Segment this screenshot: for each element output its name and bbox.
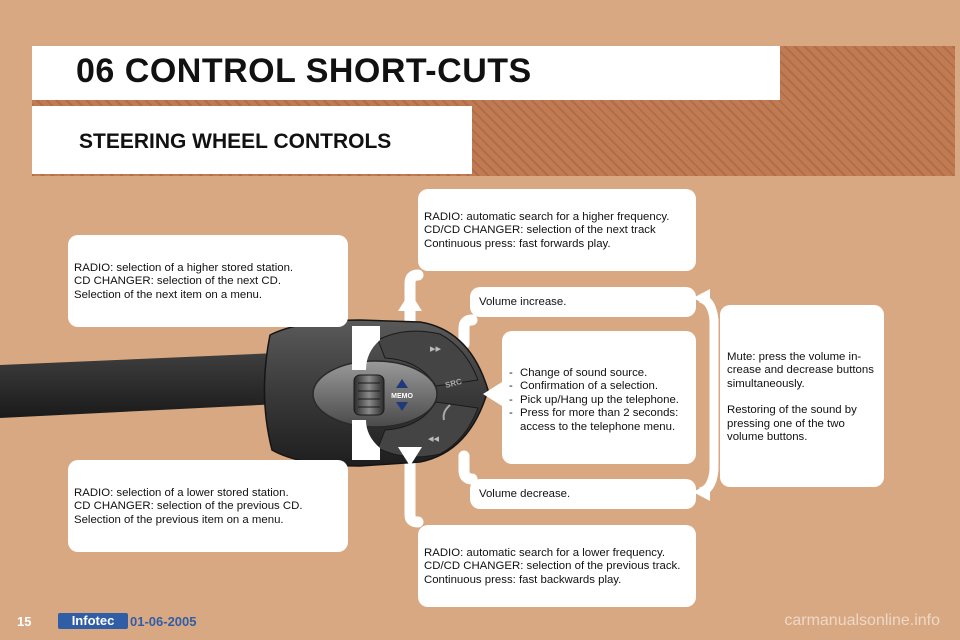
callout-line: RADIO: automatic search for a lower freq…	[424, 547, 665, 559]
page-title: 06 CONTROL SHORT-CUTS	[76, 52, 532, 90]
src-label: SRC	[444, 377, 463, 390]
callout-line: Volume increase.	[479, 296, 567, 308]
watermark: carmanualsonline.info	[784, 612, 940, 629]
callout-line: Selection of the previous item on a menu…	[74, 513, 284, 526]
press-arrow-upper	[398, 292, 422, 311]
wheel-ridges	[358, 382, 380, 408]
page-number: 15	[17, 614, 32, 629]
callout-line: Continuous press: fast forwards play.	[424, 237, 611, 250]
callout-line: Selection of the next item on a menu.	[74, 288, 263, 301]
callout-source: Change of sound source. Confirmation of …	[502, 331, 696, 464]
scroll-up-arrow	[352, 326, 380, 370]
callout-search-lower: RADIO: automatic search for a lower freq…	[418, 525, 696, 607]
callout-line: Continuous press: fast backwards play.	[424, 573, 622, 586]
callout-line: RADIO: selection of a lower stored stati…	[74, 487, 289, 499]
callout-line: CD/CD CHANGER: selection of the next tra…	[424, 224, 656, 237]
stalk-arm	[0, 352, 320, 418]
callout-line: Mute: press the volume in-crease and dec…	[727, 351, 874, 390]
press-arrow-lower	[398, 447, 422, 466]
list-item: Change of sound source.	[508, 367, 696, 381]
callout-line: Volume decrease.	[479, 488, 571, 500]
list-item: Pick up/Hang up the telephone.	[508, 394, 696, 408]
callout-line: Restoring of the sound by pressing one o…	[727, 404, 857, 444]
fast-forward-icon: ▸▸	[430, 342, 442, 355]
memo-label: MEMO	[391, 393, 413, 400]
volume-wheel[interactable]	[353, 374, 385, 416]
callout-mute: Mute: press the volume in-crease and dec…	[720, 305, 884, 487]
source-list: Change of sound source. Confirmation of …	[508, 367, 696, 434]
subtitle-panel	[32, 106, 472, 174]
scroll-down-arrow	[352, 420, 380, 460]
upper-rocker-button[interactable]	[377, 330, 479, 387]
mute-bracket	[693, 289, 719, 501]
callout-line: CD CHANGER: selection of the next CD.	[74, 275, 282, 288]
callout-search-higher: RADIO: automatic search for a higher fre…	[418, 189, 696, 271]
list-item: Press for more than 2 seconds: access to…	[508, 407, 696, 434]
callout-line: CD CHANGER: selection of the previous CD…	[74, 500, 303, 513]
source-button-arrow	[483, 382, 502, 406]
memo-down-icon[interactable]	[396, 402, 408, 411]
phone-icon	[442, 404, 451, 421]
title-panel	[32, 46, 780, 100]
callout-volume-up: Volume increase.	[470, 287, 696, 317]
list-item: Confirmation of a selection.	[508, 380, 696, 394]
section-title: STEERING WHEEL CONTROLS	[79, 130, 392, 153]
callout-line: RADIO: selection of a higher stored stat…	[74, 262, 294, 274]
callout-volume-down: Volume decrease.	[470, 479, 696, 509]
callout-lower-station: RADIO: selection of a lower stored stati…	[68, 460, 348, 552]
memo-up-icon[interactable]	[396, 379, 408, 388]
callout-line: RADIO: automatic search for a higher fre…	[424, 211, 670, 223]
callout-line: CD/CD CHANGER: selection of the previous…	[424, 560, 681, 573]
infotec-logo: Infotec	[58, 613, 128, 629]
edition-date: 01-06-2005	[130, 614, 197, 629]
rewind-icon: ◂◂	[428, 432, 440, 445]
connector-lines	[404, 269, 478, 528]
callout-higher-station: RADIO: selection of a higher stored stat…	[68, 235, 348, 327]
